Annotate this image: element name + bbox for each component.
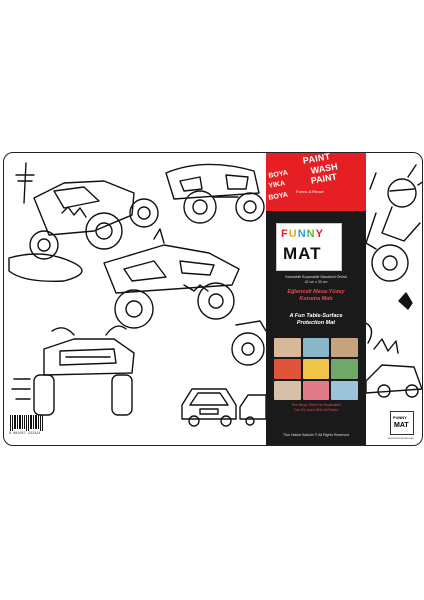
mini-logo-mat: MAT <box>394 422 409 429</box>
product-photo <box>331 338 358 358</box>
product-photo <box>302 359 330 379</box>
product-photo-grid <box>274 338 358 400</box>
logo-funny-text: FUNNY <box>281 228 324 240</box>
logo-letter: N <box>297 228 307 240</box>
banner-yika: YIKA <box>268 180 286 190</box>
coloring-illustration <box>8 162 422 427</box>
funny-mat-product: PAINT WASH PAINT BOYA YIKA BOYA Forms & … <box>3 152 423 446</box>
panel-en-title-1: A Fun Table-Surface <box>289 313 343 319</box>
monster-truck-illustration-1 <box>8 162 159 282</box>
website-text: www.funnymat.com <box>388 436 415 440</box>
panel-size-text: 42 cm x 30 cm <box>304 280 328 284</box>
banner-boya: BOYA <box>268 169 289 180</box>
barcode-number: 8 681057 233424 <box>9 432 41 436</box>
panel-footer-text: Tüm Haklar Saklıdır © All Rights Reserve… <box>283 433 349 437</box>
panel-bottom-red-text: Tüm Boya Türleri İle Boyanabilir <box>291 403 341 407</box>
logo-letter: F <box>281 228 289 240</box>
monster-truck-illustration-3 <box>103 228 240 329</box>
product-photo <box>274 338 301 358</box>
logo-letter: U <box>288 228 298 240</box>
product-photo <box>274 359 301 379</box>
banner-small-text: Forms & Reuse <box>296 189 324 194</box>
monster-truck-illustration-2 <box>165 163 265 224</box>
product-photo <box>331 380 358 400</box>
car-illustration-2 <box>239 394 267 426</box>
product-photo <box>302 380 330 400</box>
product-photo <box>274 380 301 400</box>
logo-letter: Y <box>315 228 324 240</box>
panel-tr-title-2: Koruma Matı <box>299 296 333 302</box>
banner-boya-2: BOYA <box>268 191 289 202</box>
mini-funny-mat-logo: FUNNY MAT <box>390 411 414 435</box>
product-photo <box>331 359 358 379</box>
motorbike-rider-illustration <box>365 164 422 310</box>
wheel-illustration <box>231 320 267 366</box>
car-illustration-1 <box>181 388 237 427</box>
mini-logo-funny: FUNNY <box>393 415 407 420</box>
panel-tr-title-1: Eğlenceli Masa-Yüzey <box>287 289 345 295</box>
monster-truck-illustration-4 <box>11 325 135 416</box>
product-photo <box>302 338 330 358</box>
panel-bottom-red-text-2: Can Be Used With All Paints <box>293 408 339 412</box>
logo-letter: N <box>306 228 316 240</box>
funny-mat-logo: FUNNY MAT <box>276 223 342 271</box>
panel-tiny-text: Yıkanabilir Boyanabilir Masaüstü Örtüsü <box>284 275 348 279</box>
barcode <box>10 415 43 431</box>
panel-en-title-2: Protection Mat <box>296 320 336 326</box>
logo-mat-text: MAT <box>283 244 322 263</box>
paint-wash-banner: PAINT WASH PAINT BOYA YIKA BOYA Forms & … <box>266 153 366 211</box>
race-car-illustration <box>365 322 422 398</box>
